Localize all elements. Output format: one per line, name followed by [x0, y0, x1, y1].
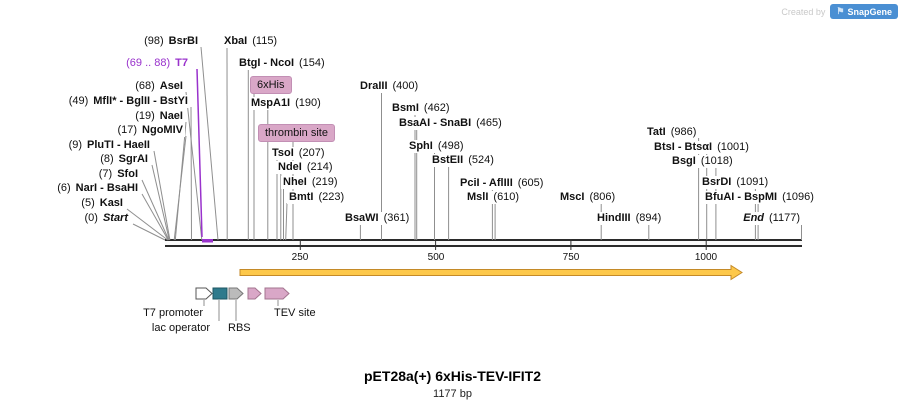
t7-promoter-label[interactable]: T7 promoter [143, 307, 203, 319]
restriction-site-label[interactable]: BtsI - BtsαI(1001) [652, 141, 751, 154]
restriction-site-label[interactable]: MslI(610) [465, 191, 522, 204]
restriction-site-label[interactable]: BstEII(524) [430, 154, 496, 167]
restriction-site-label[interactable]: BsaAI - SnaBI(465) [397, 117, 504, 130]
restriction-site-label[interactable]: MspA1I(190) [249, 97, 323, 110]
his-tag-glyph[interactable] [247, 287, 262, 300]
restriction-site-label[interactable]: BsrDI(1091) [700, 176, 771, 189]
restriction-site-label[interactable]: (68)AseI [133, 80, 185, 93]
sequence-ruler [165, 239, 802, 247]
restriction-site-label[interactable]: DraIII(400) [358, 80, 421, 93]
snapgene-badge[interactable]: ⚑ SnapGene [830, 4, 898, 19]
thrombin-site-label[interactable]: thrombin site [258, 124, 335, 142]
t7-feature-line [196, 68, 203, 238]
restriction-site-label[interactable]: BfuAI - BspMI(1096) [703, 191, 816, 204]
restriction-site-label[interactable]: (5)KasI [79, 197, 125, 210]
restriction-site-label[interactable]: BtgI - NcoI(154) [237, 57, 327, 70]
restriction-site-label[interactable]: BsaWI(361) [343, 212, 412, 225]
tev-site-glyph[interactable] [264, 287, 290, 300]
plasmid-title: pET28a(+) 6xHis-TEV-IFIT2 [364, 368, 541, 384]
t7-promoter-glyph[interactable] [195, 287, 213, 300]
t7-label[interactable]: (69 .. 88)T7 [124, 57, 190, 70]
restriction-site-label[interactable]: (49)MflI* - BglII - BstYI [66, 95, 190, 108]
snapgene-brand-text: SnapGene [847, 6, 892, 17]
restriction-site-label[interactable]: BsmI(462) [390, 102, 452, 115]
restriction-site-label[interactable]: (8)SgrAI [98, 153, 150, 166]
ruler-tick-label: 750 [562, 252, 580, 263]
restriction-site-label[interactable]: HindIII(894) [595, 212, 664, 225]
restriction-site-label[interactable]: (19)NaeI [133, 110, 185, 123]
ruler-ticks [299, 239, 707, 250]
tev-site-label[interactable]: TEV site [274, 307, 316, 319]
restriction-site-label[interactable]: MscI(806) [558, 191, 618, 204]
restriction-site-label[interactable]: (98)BsrBI [142, 35, 200, 48]
restriction-site-label[interactable]: (7)SfoI [96, 168, 140, 181]
end-label[interactable]: End(1177) [741, 212, 802, 225]
ruler-tick-label: 1000 [694, 252, 718, 263]
restriction-site-label[interactable]: SphI(498) [407, 140, 466, 153]
his-tag-label[interactable]: 6xHis [250, 76, 292, 94]
restriction-site-label[interactable]: PciI - AflIII(605) [458, 177, 546, 190]
restriction-site-label[interactable]: BmtI(223) [287, 191, 347, 204]
rbs-label[interactable]: RBS [228, 322, 251, 334]
restriction-site-label[interactable]: BsgI(1018) [670, 155, 735, 168]
snapgene-flag-icon: ⚑ [836, 6, 845, 16]
ruler-tick-label: 500 [427, 252, 445, 263]
restriction-site-label[interactable]: TatI(986) [645, 126, 699, 139]
restriction-site-label[interactable]: (9)PluTI - HaeII [66, 139, 152, 152]
plasmid-length: 1177 bp [433, 388, 472, 400]
rbs-glyph[interactable] [228, 287, 244, 300]
ruler-tick-label: 250 [291, 252, 309, 263]
restriction-site-label[interactable]: NdeI(214) [276, 161, 335, 174]
t7-feature-segment [202, 239, 213, 243]
restriction-site-label[interactable]: TsoI(207) [270, 147, 327, 160]
restriction-site-label[interactable]: (17)NgoMIV [115, 124, 185, 137]
gene-arrow[interactable] [239, 264, 743, 281]
restriction-site-label[interactable]: (6)NarI - BsaHI [55, 182, 140, 195]
restriction-site-label[interactable]: NheI(219) [281, 176, 340, 189]
lac-operator-glyph[interactable] [212, 287, 228, 300]
restriction-site-label[interactable]: XbaI(115) [222, 35, 280, 48]
created-by-text: Created by [781, 6, 826, 17]
lac-operator-label[interactable]: lac operator [151, 322, 210, 334]
title-block: pET28a(+) 6xHis-TEV-IFIT2 1177 bp [0, 368, 905, 400]
start-label[interactable]: (0)Start [82, 212, 130, 225]
snapgene-watermark[interactable]: Created by ⚑ SnapGene [781, 4, 898, 19]
